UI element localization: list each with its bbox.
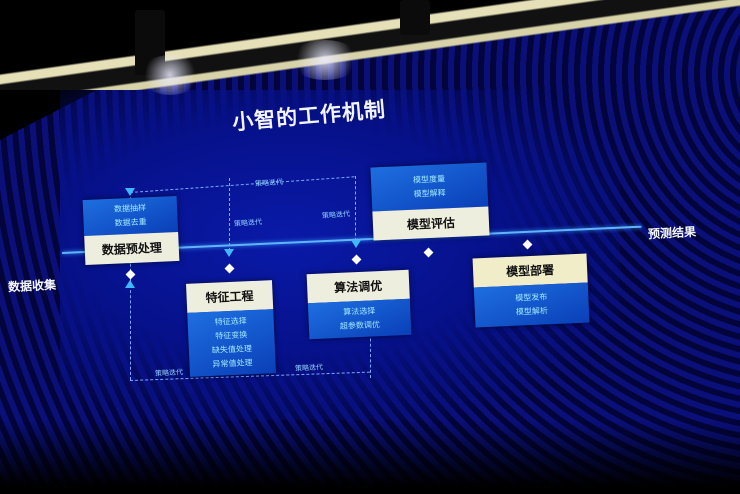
iteration-loop: [355, 176, 356, 246]
end-label: 预测结果: [647, 224, 697, 242]
arrow-up-icon: [125, 280, 135, 288]
iteration-loop-left-bottom: [130, 285, 131, 380]
stage-items: 模型度量 模型解释: [370, 162, 489, 212]
stage-title: 模型评估: [372, 206, 490, 241]
arrow-down-icon: [125, 188, 135, 196]
iteration-label: 策略迭代: [294, 363, 324, 373]
stage-items: 数据抽样 数据去重: [82, 195, 179, 237]
stage-title: 数据预处理: [84, 231, 180, 266]
iteration-label: 策略迭代: [233, 218, 263, 228]
ceiling-rail: [0, 0, 740, 90]
iteration-label: 策略迭代: [254, 178, 284, 188]
iteration-loop: [370, 328, 371, 378]
iteration-label: 策略迭代: [321, 210, 351, 220]
start-label: 数据收集: [7, 277, 57, 295]
stage-card-feature: 特征工程 特征选择 特征变换 缺失值处理 异常值处理: [186, 280, 276, 377]
stage-items: 算法选择 超参数调优: [307, 298, 412, 340]
stage-items: 模型发布 模型解析: [473, 282, 590, 328]
stage-card-evaluate: 模型度量 模型解释 模型评估: [370, 162, 490, 241]
stage-title: 特征工程: [186, 280, 274, 313]
stage-card-deploy: 模型部署 模型发布 模型解析: [472, 253, 590, 328]
stage-card-preprocess: 数据抽样 数据去重 数据预处理: [82, 195, 180, 266]
stage-title: 算法调优: [306, 269, 410, 304]
arrow-down-icon: [351, 240, 361, 248]
arrow-down-icon: [224, 249, 234, 257]
light-glow: [290, 40, 360, 80]
iteration-loop: [229, 178, 230, 256]
stage-item: 异常值处理: [212, 358, 253, 369]
projector-light: [400, 0, 430, 35]
light-glow: [140, 55, 200, 95]
stage-item: 数据去重: [114, 217, 147, 228]
stage-card-tuning: 算法调优 算法选择 超参数调优: [306, 269, 412, 340]
iteration-label: 策略迭代: [154, 368, 184, 378]
stage-items: 特征选择 特征变换 缺失值处理 异常值处理: [187, 309, 276, 377]
floor-shadow: [0, 420, 740, 494]
stage-item: 超参数调优: [339, 320, 381, 331]
